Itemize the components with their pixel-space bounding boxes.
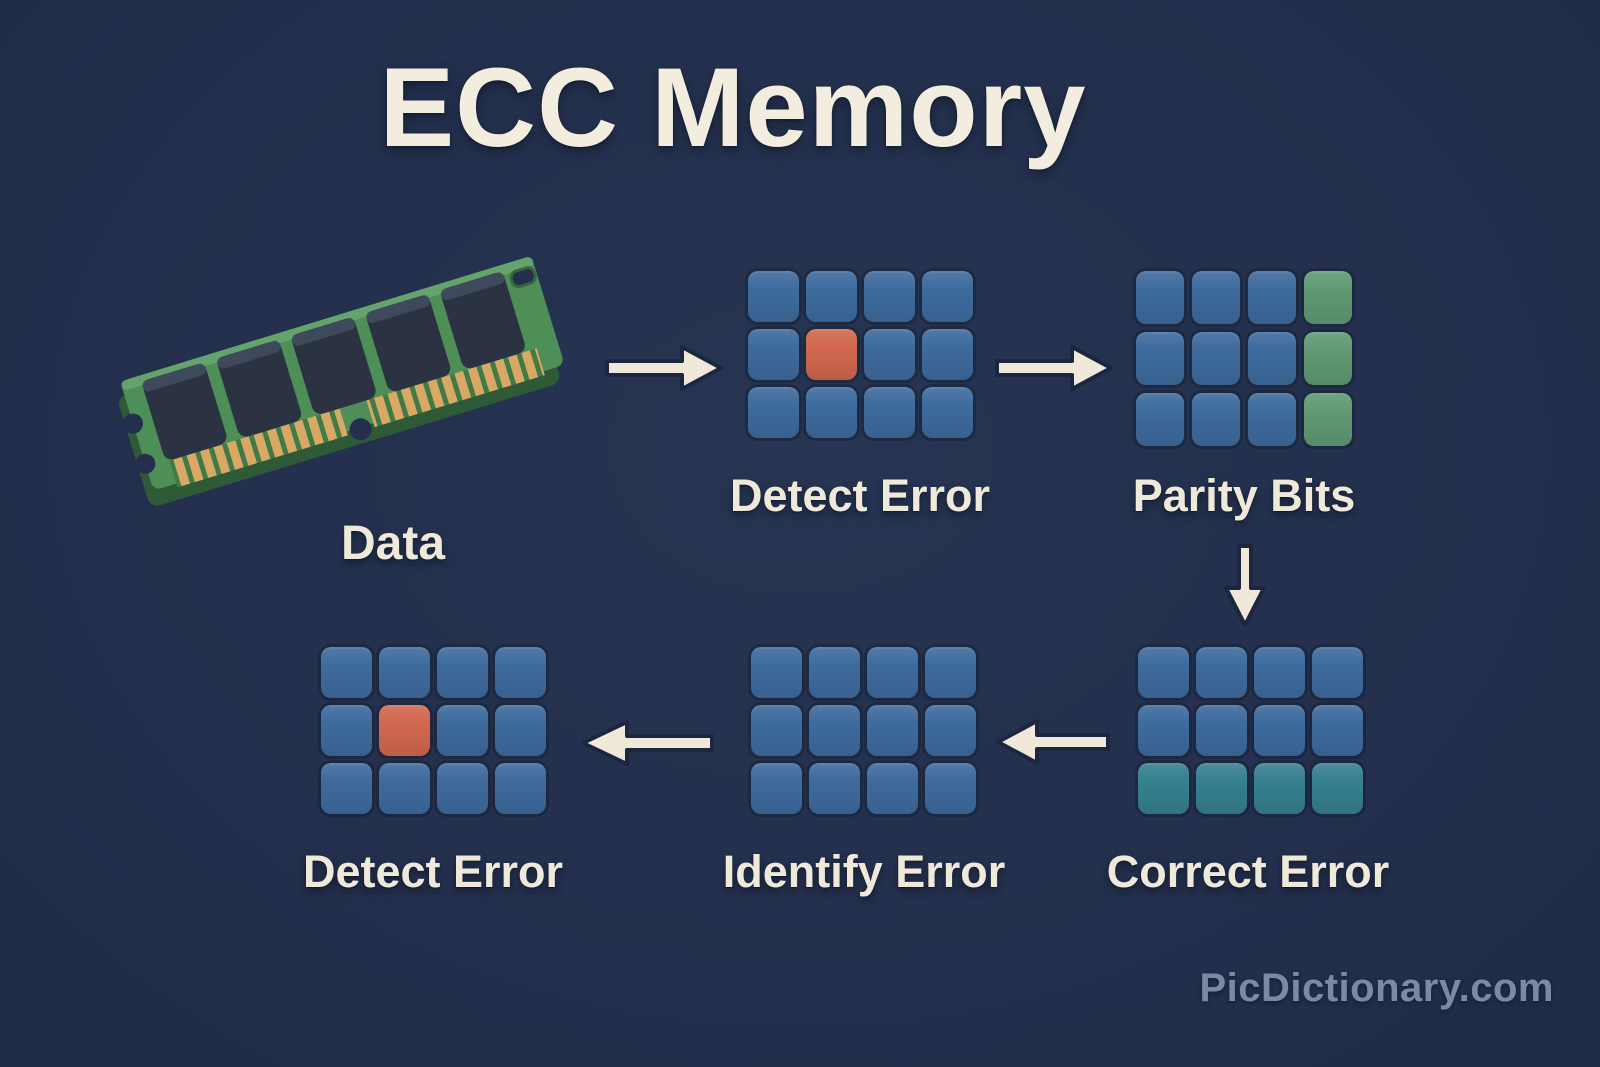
arrow-right-icon: [605, 345, 723, 391]
memory-cell-teal: [1254, 763, 1305, 814]
memory-cell-teal: [1312, 763, 1363, 814]
correct-error-label: Correct Error: [1106, 846, 1390, 897]
memory-cell-blue: [1136, 393, 1184, 446]
memory-cell-blue: [864, 329, 915, 380]
memory-cell-blue: [922, 329, 973, 380]
memory-cell-blue: [751, 705, 802, 756]
memory-cell-blue: [321, 763, 372, 814]
memory-cell-blue: [925, 705, 976, 756]
memory-cell-blue: [748, 387, 799, 438]
memory-cell-blue: [1136, 332, 1184, 385]
memory-cell-green: [1304, 393, 1352, 446]
memory-cell-blue: [751, 647, 802, 698]
memory-cell-teal: [1196, 763, 1247, 814]
grid-detect-error-top: [748, 271, 973, 438]
memory-cell-green: [1304, 332, 1352, 385]
identify-error-label: Identify Error: [722, 846, 1006, 897]
memory-cell-blue: [806, 387, 857, 438]
memory-cell-blue: [1254, 705, 1305, 756]
memory-cell-blue: [1192, 271, 1240, 324]
memory-cell-blue: [379, 647, 430, 698]
memory-cell-blue: [321, 705, 372, 756]
memory-cell-blue: [867, 763, 918, 814]
arrow-right-icon: [995, 345, 1113, 391]
arrow-left-icon: [581, 720, 714, 766]
memory-cell-blue: [806, 271, 857, 322]
grid-identify-error: [751, 647, 976, 814]
memory-cell-blue: [1192, 332, 1240, 385]
memory-cell-blue: [748, 271, 799, 322]
memory-cell-blue: [922, 387, 973, 438]
ram-pins-left: [169, 408, 348, 488]
memory-cell-blue: [751, 763, 802, 814]
memory-cell-blue: [864, 387, 915, 438]
ram-edge-notch: [135, 453, 156, 474]
memory-cell-blue: [437, 647, 488, 698]
memory-cell-blue: [1312, 647, 1363, 698]
grid-parity-bits: [1136, 271, 1352, 446]
ram-chips: [142, 272, 525, 460]
parity-bits-label: Parity Bits: [1132, 470, 1356, 521]
memory-cell-blue: [495, 647, 546, 698]
memory-cell-blue: [925, 763, 976, 814]
memory-cell-blue: [1138, 647, 1189, 698]
memory-cell-blue: [379, 763, 430, 814]
detect-error-bottom-label: Detect Error: [302, 846, 564, 897]
memory-cell-red: [379, 705, 430, 756]
memory-cell-blue: [867, 647, 918, 698]
ram-module-icon: [119, 257, 563, 506]
memory-cell-blue: [1196, 647, 1247, 698]
memory-cell-blue: [925, 647, 976, 698]
memory-cell-blue: [748, 329, 799, 380]
data-label: Data: [340, 517, 446, 570]
memory-cell-blue: [809, 705, 860, 756]
memory-cell-blue: [1136, 271, 1184, 324]
page-title: ECC Memory: [379, 45, 1087, 170]
memory-cell-blue: [437, 705, 488, 756]
memory-cell-blue: [1138, 705, 1189, 756]
grid-detect-error-bottom: [321, 647, 546, 814]
memory-cell-red: [806, 329, 857, 380]
ram-pins-right: [366, 348, 545, 428]
memory-cell-blue: [495, 705, 546, 756]
memory-cell-blue: [1248, 271, 1296, 324]
memory-cell-teal: [1138, 763, 1189, 814]
arrow-left-icon: [996, 719, 1110, 765]
memory-cell-blue: [1248, 332, 1296, 385]
watermark: PicDictionary.com: [1199, 966, 1554, 1010]
memory-cell-blue: [1192, 393, 1240, 446]
memory-cell-blue: [1196, 705, 1247, 756]
memory-cell-blue: [495, 763, 546, 814]
memory-cell-blue: [321, 647, 372, 698]
ram-key-notch: [349, 418, 372, 441]
memory-cell-green: [1304, 271, 1352, 324]
memory-cell-blue: [922, 271, 973, 322]
grid-correct-error: [1138, 647, 1363, 814]
memory-cell-blue: [1254, 647, 1305, 698]
memory-cell-blue: [1312, 705, 1363, 756]
memory-cell-blue: [867, 705, 918, 756]
memory-cell-blue: [809, 763, 860, 814]
memory-cell-blue: [864, 271, 915, 322]
arrow-down-icon: [1224, 544, 1266, 627]
ram-mounting-hole: [509, 266, 537, 289]
memory-cell-blue: [809, 647, 860, 698]
detect-error-top-label: Detect Error: [729, 470, 991, 521]
ram-edge-notch: [123, 413, 144, 434]
memory-cell-blue: [437, 763, 488, 814]
memory-cell-blue: [1248, 393, 1296, 446]
